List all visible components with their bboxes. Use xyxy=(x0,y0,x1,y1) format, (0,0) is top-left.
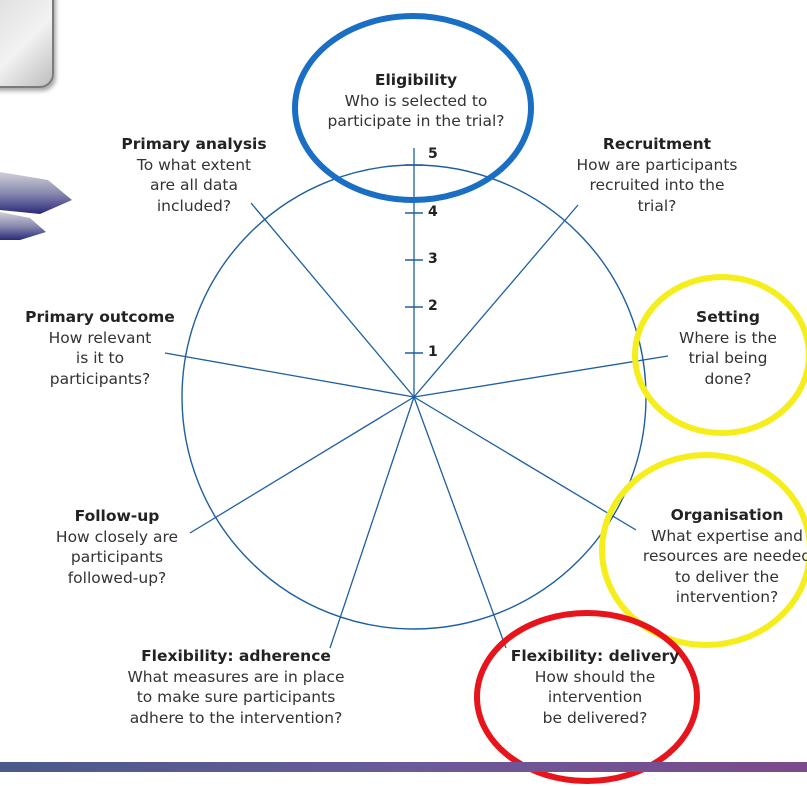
domain-title: Flexibility: adherence xyxy=(141,647,331,665)
scale-tick-marks xyxy=(405,164,423,354)
domain-title: Eligibility xyxy=(374,71,458,89)
scale-label-1: 1 xyxy=(428,344,438,360)
domain-question: How relevant is it to participants? xyxy=(48,328,152,388)
spoke-organisation xyxy=(413,396,637,531)
highlight-circle-setting xyxy=(632,274,807,436)
spoke-setting xyxy=(413,355,669,398)
domain-question: What expertise and resources are needed … xyxy=(642,526,807,607)
domain-title: Recruitment xyxy=(602,135,712,153)
spoke-primary-outcome xyxy=(164,352,415,398)
domain-follow-up: Follow-up How closely are participants f… xyxy=(42,506,192,588)
highlight-circle-eligibility xyxy=(292,13,534,203)
domain-eligibility: Eligibility Who is selected to participa… xyxy=(314,70,518,132)
corner-decoration xyxy=(0,0,54,88)
highlight-circle-organisation xyxy=(599,452,807,648)
scale-label-5: 5 xyxy=(428,146,438,162)
domain-question: To what extent are all data included? xyxy=(136,155,252,215)
wheel-spokes xyxy=(164,148,669,649)
scale-label-2: 2 xyxy=(428,298,438,314)
domain-title: Flexibility: delivery xyxy=(510,647,680,665)
domain-question: How are participants recruited into the … xyxy=(576,155,738,215)
domain-title: Primary analysis xyxy=(121,135,267,153)
footer-bar xyxy=(0,762,807,772)
domain-flex-adherence: Flexibility: adherence What measures are… xyxy=(116,646,356,728)
domain-question: Where is the trial being done? xyxy=(679,328,777,388)
domain-primary-analysis: Primary analysis To what extent are all … xyxy=(110,134,278,216)
domain-title: Primary outcome xyxy=(25,308,175,326)
domain-primary-outcome: Primary outcome How relevant is it to pa… xyxy=(22,307,178,389)
spoke-primary-analysis xyxy=(250,202,415,398)
domain-flex-delivery: Flexibility: delivery How should the int… xyxy=(507,646,683,728)
domain-recruitment: Recruitment How are participants recruit… xyxy=(565,134,749,216)
spoke-follow-up xyxy=(189,396,415,534)
domain-title: Follow-up xyxy=(74,507,160,525)
domain-setting: Setting Where is the trial being done? xyxy=(662,307,794,389)
domain-question: How closely are participants followed-up… xyxy=(55,527,179,587)
decorative-arrows xyxy=(0,172,72,240)
domain-question: Who is selected to participate in the tr… xyxy=(327,91,505,131)
domain-title: Setting xyxy=(696,308,760,326)
spoke-flex-adherence xyxy=(329,396,415,649)
spoke-flex-delivery xyxy=(413,396,507,649)
domain-title: Organisation xyxy=(670,506,784,524)
spoke-recruitment xyxy=(413,204,579,398)
domain-question: What measures are in place to make sure … xyxy=(127,667,345,727)
scale-label-3: 3 xyxy=(428,251,438,267)
highlight-circle-flex-delivery xyxy=(474,610,700,784)
scale-label-4: 4 xyxy=(428,204,438,220)
domain-question: How should the intervention be delivered… xyxy=(534,667,656,727)
domain-organisation: Organisation What expertise and resource… xyxy=(606,505,807,608)
